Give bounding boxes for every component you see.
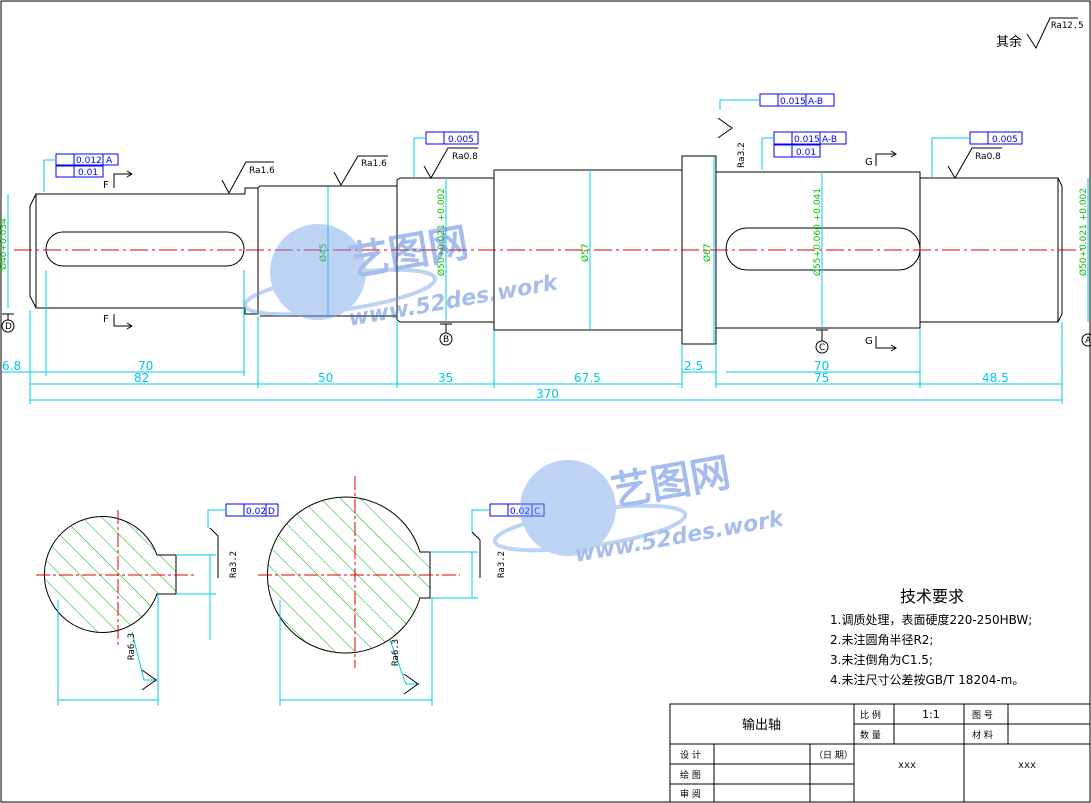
svg-text:艺图网: 艺图网	[608, 450, 734, 516]
diameter-labels: Ø40+0.034 Ø45 Ø50+0.021 +0.002 Ø57 Ø67 Ø…	[0, 188, 1089, 276]
svg-text:Ra3.2: Ra3.2	[497, 551, 507, 578]
svg-text:（日 期）: （日 期）	[814, 750, 853, 761]
svg-text:0.02: 0.02	[510, 507, 530, 517]
svg-text:Ra1.6: Ra1.6	[361, 159, 387, 169]
svg-text:0.01: 0.01	[78, 168, 98, 178]
title-block: 输出轴 比 例 1:1 图 号 数 量 材 料 设 计 （日 期） 绘 图 审 …	[669, 703, 1091, 803]
svg-text:图 号: 图 号	[972, 710, 993, 721]
tolerance-frames	[43, 93, 1023, 532]
svg-text:50: 50	[318, 371, 333, 385]
svg-text:Ø57: Ø57	[580, 243, 591, 262]
svg-text:A: A	[1085, 336, 1091, 346]
svg-text:0.005: 0.005	[992, 135, 1018, 145]
svg-text:2.5: 2.5	[684, 359, 703, 373]
svg-text:艺图网: 艺图网	[346, 220, 472, 286]
requirement-item: 4.未注尺寸公差按GB/T 18204-m。	[830, 672, 1024, 687]
svg-text:0.01: 0.01	[796, 148, 816, 158]
svg-text:F: F	[103, 314, 109, 325]
svg-text:Ra3.2: Ra3.2	[229, 551, 239, 578]
svg-text:48.5: 48.5	[982, 371, 1009, 385]
section-marks	[113, 150, 897, 352]
svg-text:Ra6.3: Ra6.3	[391, 639, 401, 666]
svg-text:Ø50+0.021 +0.002: Ø50+0.021 +0.002	[1078, 188, 1089, 276]
svg-text:C: C	[819, 343, 825, 353]
datum-labels: D B C A	[5, 322, 1091, 353]
svg-text:0.015: 0.015	[794, 135, 820, 145]
svg-text:0.012: 0.012	[76, 156, 102, 166]
svg-text:0.005: 0.005	[448, 135, 474, 145]
svg-text:Ø45: Ø45	[318, 243, 329, 262]
roughness-labels: Ra1.6 Ra1.6 Ra0.8 Ra3.2 Ra0.8	[249, 142, 1001, 176]
svg-text:Ra12.5: Ra12.5	[1051, 21, 1084, 31]
svg-text:绘 图: 绘 图	[680, 769, 701, 781]
technical-requirements: 技术要求 1.调质处理，表面硬度220-250HBW; 2.未注圆角半径R2; …	[830, 587, 1032, 687]
requirement-item: 1.调质处理，表面硬度220-250HBW;	[830, 612, 1032, 627]
roughness-symbols	[221, 117, 1002, 195]
requirement-item: 3.未注倒角为C1.5;	[830, 652, 933, 667]
svg-text:材 料: 材 料	[972, 729, 993, 741]
requirement-item: 2.未注圆角半径R2;	[830, 632, 933, 647]
svg-text:67.5: 67.5	[574, 371, 601, 385]
svg-text:设 计: 设 计	[680, 749, 701, 761]
svg-text:Ø55+0.060 +0.041: Ø55+0.060 +0.041	[812, 188, 823, 276]
company-right: xxx	[1018, 760, 1036, 771]
company-left: xxx	[898, 760, 916, 771]
svg-text:其余: 其余	[996, 34, 1022, 50]
section-gg: Ra3.2 Ra6.3	[258, 476, 507, 706]
watermark-middle: 艺图网 www.52des.work	[492, 450, 787, 568]
svg-text:70: 70	[138, 359, 153, 373]
svg-text:A: A	[106, 156, 113, 166]
svg-text:Ra6.3: Ra6.3	[127, 633, 137, 660]
watermark-top: 艺图网 www.52des.work	[242, 220, 561, 332]
svg-text:82: 82	[134, 371, 149, 385]
tolerance-values: 0.012 A 0.01 0.005 0.015 A-B 0.015 A-B 0…	[76, 97, 1018, 517]
svg-text:35: 35	[438, 371, 453, 385]
svg-text:6.8: 6.8	[2, 359, 21, 373]
svg-text:审 阅: 审 阅	[680, 788, 701, 800]
svg-text:0.02: 0.02	[246, 507, 266, 517]
requirements-title: 技术要求	[900, 587, 964, 606]
svg-text:Ø67: Ø67	[702, 243, 713, 262]
part-name: 输出轴	[742, 717, 781, 733]
datum-markers	[1, 313, 1091, 354]
length-labels: 6.8 70 82 50 35 67.5 2.5 70 75 48.5 370	[2, 359, 1009, 401]
default-roughness: 其余 Ra12.5	[996, 17, 1084, 50]
svg-text:A-B: A-B	[808, 97, 823, 107]
svg-text:Ra3.2: Ra3.2	[737, 142, 747, 168]
svg-text:G: G	[865, 336, 873, 347]
svg-text:比 例: 比 例	[860, 709, 881, 721]
scale-value: 1:1	[922, 708, 940, 721]
svg-text:Ra1.6: Ra1.6	[249, 166, 275, 176]
svg-text:D: D	[5, 322, 12, 332]
svg-text:数 量: 数 量	[860, 729, 881, 741]
svg-text:75: 75	[814, 371, 829, 385]
section-mark-labels: F F G G	[103, 157, 873, 347]
section-ff: Ra3.2 Ra6.3	[36, 510, 239, 706]
svg-text:Ra0.8: Ra0.8	[452, 152, 478, 162]
svg-text:Ø50+0.021 +0.002: Ø50+0.021 +0.002	[436, 188, 447, 276]
svg-text:B: B	[443, 335, 449, 345]
svg-text:A-B: A-B	[822, 135, 837, 145]
diameter-dimension-lines	[7, 156, 1089, 344]
svg-text:G: G	[865, 157, 873, 168]
svg-text:D: D	[268, 507, 275, 517]
svg-text:0.015: 0.015	[780, 97, 806, 107]
svg-text:Ra0.8: Ra0.8	[975, 152, 1001, 162]
svg-text:370: 370	[536, 387, 559, 401]
svg-text:C: C	[534, 507, 540, 517]
svg-text:Ø40+0.034: Ø40+0.034	[0, 218, 9, 270]
svg-text:70: 70	[814, 359, 829, 373]
svg-text:F: F	[103, 180, 109, 191]
length-dimension-lines	[2, 270, 1063, 404]
